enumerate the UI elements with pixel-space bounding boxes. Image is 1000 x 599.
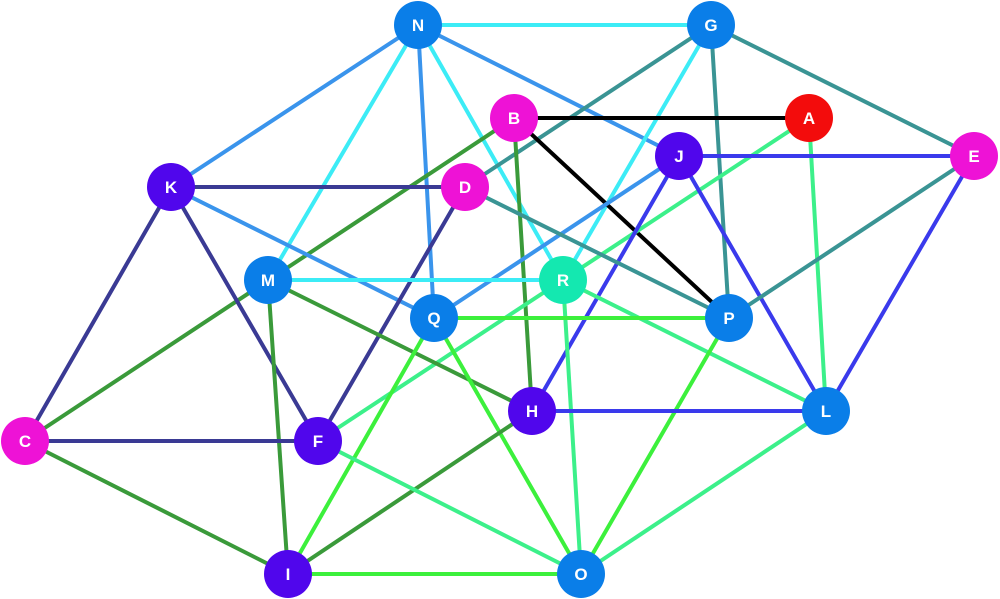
- node-label-c: C: [19, 432, 31, 451]
- node-j: J: [655, 132, 703, 180]
- edge-g-e: [709, 23, 976, 158]
- node-r: R: [539, 256, 587, 304]
- node-g: G: [687, 1, 735, 49]
- edge-k-q: [169, 185, 436, 320]
- node-k: K: [147, 163, 195, 211]
- node-i: I: [264, 550, 312, 598]
- edge-g-p: [709, 23, 731, 320]
- node-d: D: [441, 163, 489, 211]
- edge-a-l: [807, 116, 828, 413]
- node-label-r: R: [557, 271, 569, 290]
- node-circle-a: [785, 94, 833, 142]
- node-label-p: P: [723, 309, 734, 328]
- edge-g-r: [561, 23, 713, 282]
- node-circle-f: [294, 417, 342, 465]
- node-circle-j: [655, 132, 703, 180]
- edge-n-r: [416, 23, 565, 282]
- edge-h-i: [286, 409, 534, 576]
- edge-n-q: [416, 23, 436, 320]
- node-l: L: [802, 387, 850, 435]
- edge-m-i: [266, 278, 290, 576]
- node-label-l: L: [821, 402, 831, 421]
- node-label-a: A: [803, 109, 815, 128]
- node-m: M: [244, 256, 292, 304]
- edge-n-j: [416, 23, 681, 158]
- node-label-n: N: [412, 16, 424, 35]
- edge-f-o: [316, 439, 583, 576]
- node-c: C: [1, 417, 49, 465]
- node-circle-i: [264, 550, 312, 598]
- edge-r-o: [561, 278, 583, 576]
- node-label-e: E: [968, 147, 979, 166]
- node-label-f: F: [313, 432, 323, 451]
- node-circle-h: [508, 387, 556, 435]
- node-a: A: [785, 94, 833, 142]
- node-label-o: O: [574, 565, 587, 584]
- node-circle-d: [441, 163, 489, 211]
- node-label-i: I: [286, 565, 291, 584]
- edge-j-l: [677, 154, 828, 413]
- node-circle-k: [147, 163, 195, 211]
- node-circle-e: [950, 132, 998, 180]
- edge-j-q: [432, 154, 681, 320]
- node-circle-g: [687, 1, 735, 49]
- node-circle-b: [490, 94, 538, 142]
- node-label-m: M: [261, 271, 275, 290]
- node-circle-n: [394, 1, 442, 49]
- edge-e-l: [824, 154, 976, 413]
- node-label-j: J: [674, 147, 683, 166]
- edge-n-k: [169, 23, 420, 189]
- edge-c-i: [23, 439, 290, 576]
- node-circle-r: [539, 256, 587, 304]
- node-label-q: Q: [427, 309, 440, 328]
- edge-g-d: [463, 23, 713, 189]
- node-o: O: [557, 550, 605, 598]
- edge-j-h: [530, 154, 681, 413]
- node-circle-m: [244, 256, 292, 304]
- edge-q-o: [432, 316, 583, 576]
- node-circle-l: [802, 387, 850, 435]
- node-label-h: H: [526, 402, 538, 421]
- node-h: H: [508, 387, 556, 435]
- edge-b-h: [512, 116, 534, 413]
- node-circle-o: [557, 550, 605, 598]
- node-circle-p: [705, 294, 753, 342]
- node-b: B: [490, 94, 538, 142]
- edge-d-p: [463, 185, 731, 320]
- node-f: F: [294, 417, 342, 465]
- edge-n-m: [266, 23, 420, 282]
- edge-k-f: [169, 185, 320, 443]
- node-p: P: [705, 294, 753, 342]
- edge-b-p: [512, 116, 731, 320]
- edge-r-l: [561, 278, 828, 413]
- node-label-b: B: [508, 109, 520, 128]
- edge-d-f: [316, 185, 467, 443]
- node-circle-q: [410, 294, 458, 342]
- node-q: Q: [410, 294, 458, 342]
- edge-k-c: [23, 185, 173, 443]
- edge-p-o: [579, 316, 731, 576]
- node-circle-c: [1, 417, 49, 465]
- node-label-g: G: [704, 16, 717, 35]
- node-e: E: [950, 132, 998, 180]
- edge-q-i: [286, 316, 436, 576]
- edge-l-o: [579, 409, 828, 576]
- node-label-d: D: [459, 178, 471, 197]
- node-n: N: [394, 1, 442, 49]
- edge-m-h: [266, 278, 534, 413]
- node-label-k: K: [165, 178, 178, 197]
- edge-e-p: [727, 154, 976, 320]
